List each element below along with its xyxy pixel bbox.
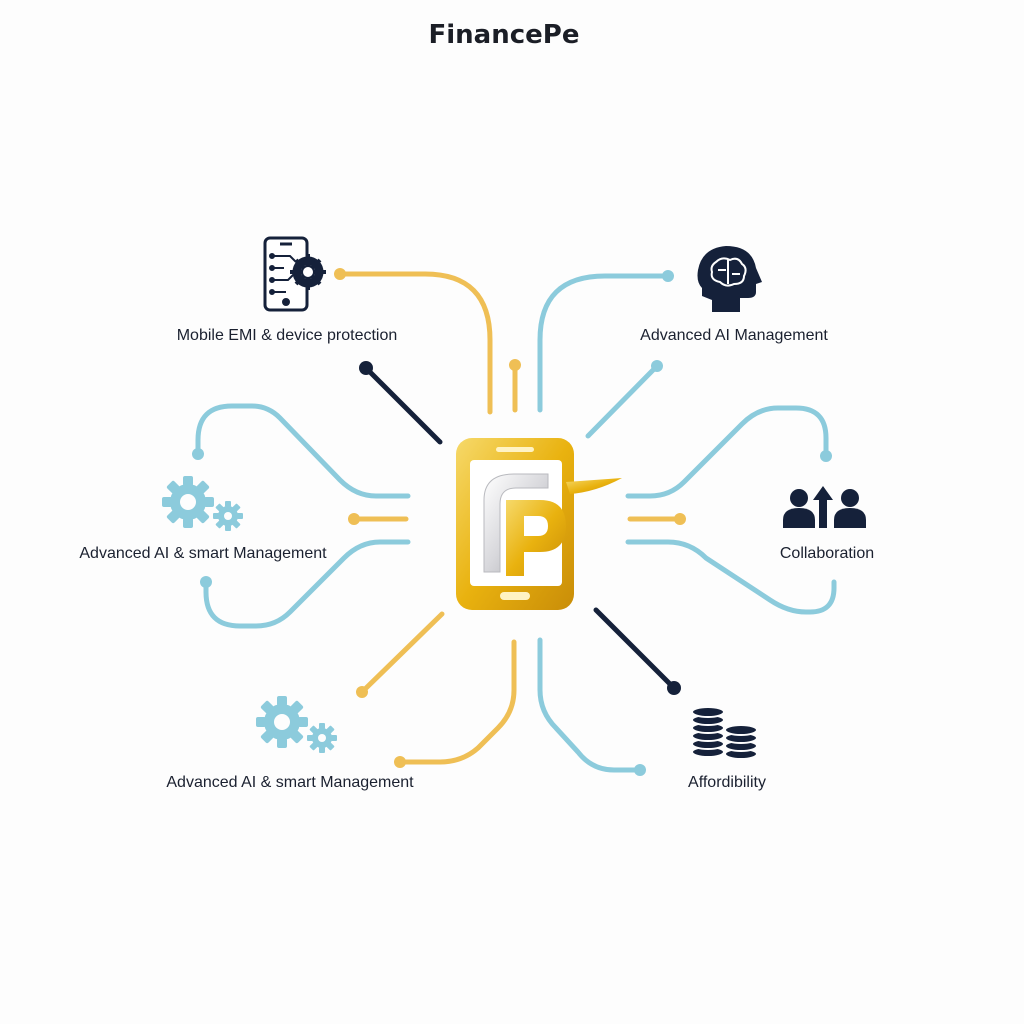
diagram-title: FinancePe	[429, 20, 580, 50]
connector-top-right-blue	[537, 273, 671, 413]
connector-gold-lower-left	[359, 611, 445, 695]
connector-dot	[651, 360, 663, 372]
connector-dot	[200, 576, 212, 588]
people-growth-icon	[783, 486, 866, 528]
logo-letter: P	[0, 0, 1, 1]
connector-right-upper-blue	[625, 405, 829, 499]
connector-dot	[674, 513, 686, 525]
connector-dot	[394, 756, 406, 768]
connector-bottom-left-gold	[397, 639, 517, 765]
coin-stacks-icon	[691, 706, 758, 760]
feature-label-ai-smart-management: Advanced AI & smart Management	[79, 545, 327, 562]
smartphone-logo-icon: P	[0, 0, 622, 610]
connector-dot	[634, 764, 646, 776]
connector-lines	[192, 268, 837, 776]
connector-dot	[359, 361, 373, 375]
connector-dot	[509, 359, 521, 371]
connector-navy-upper-left	[363, 365, 443, 445]
gears-icon	[162, 476, 243, 531]
connector-dot	[192, 448, 204, 460]
feature-label-collaboration: Collaboration	[780, 545, 874, 562]
feature-label-ai-management: Advanced AI Management	[640, 327, 828, 344]
connector-navy-lower-right	[593, 607, 677, 691]
connector-dot	[662, 270, 674, 282]
feature-label-ai-smart-management-2: Advanced AI & smart Management	[166, 774, 414, 791]
connector-dot	[348, 513, 360, 525]
feature-label-mobile-emi: Mobile EMI & device protection	[177, 327, 398, 344]
connector-dot	[820, 450, 832, 462]
ai-brain-head-icon	[697, 246, 762, 312]
connector-bottom-right-blue	[537, 637, 643, 773]
connector-top-left-gold	[337, 271, 493, 415]
connector-left-upper-blue	[195, 403, 411, 499]
gears-icon	[256, 696, 337, 753]
connector-dot	[356, 686, 368, 698]
feature-label-affordibility: Affordibility	[688, 774, 766, 791]
connector-dot	[334, 268, 346, 280]
connector-blue-upper-right	[585, 363, 660, 439]
smartphone-circuit-icon	[263, 236, 326, 312]
connector-right-lower-blue	[625, 539, 837, 615]
connector-dot	[667, 681, 681, 695]
connector-left-lower-blue	[203, 539, 411, 629]
